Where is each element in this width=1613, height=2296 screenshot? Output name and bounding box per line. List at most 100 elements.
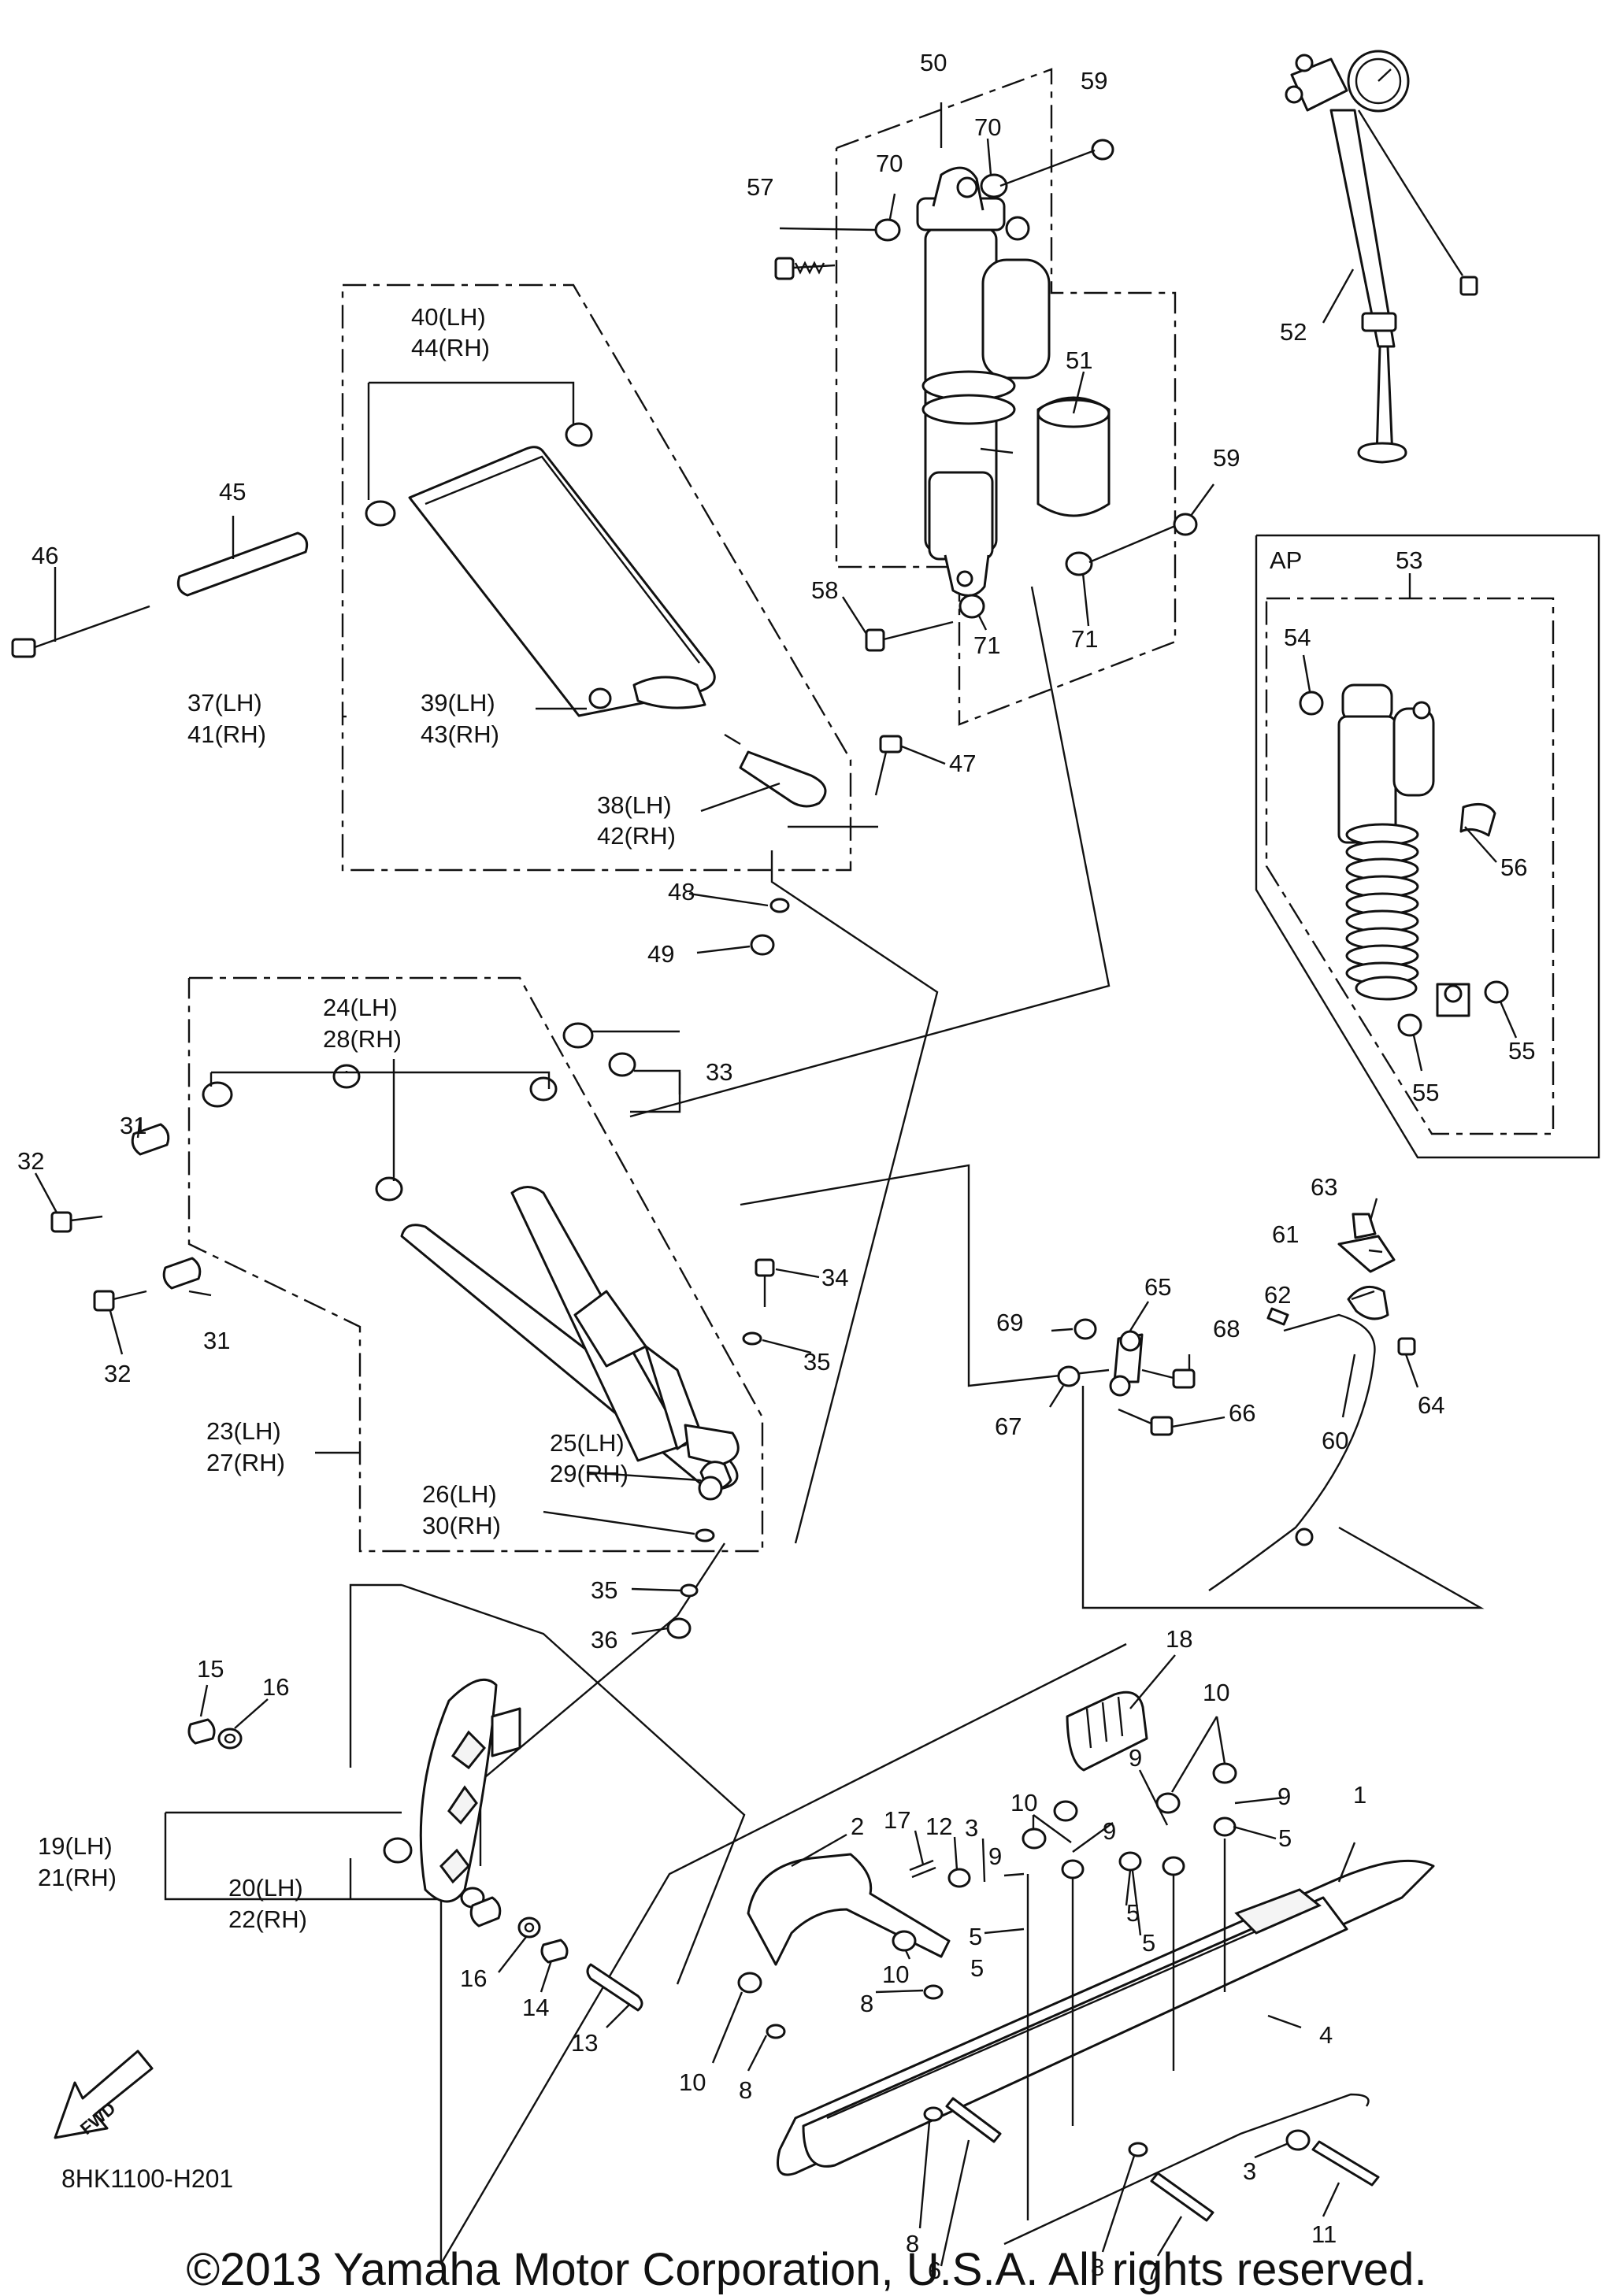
callout-32: 32 (17, 1147, 44, 1175)
callout-21-rh: 21(RH) (38, 1864, 117, 1891)
ap-shock-group-outline (1265, 597, 1555, 1135)
callout-57: 57 (747, 173, 773, 201)
callout-35: 35 (591, 1576, 617, 1604)
callout-16: 16 (262, 1673, 289, 1701)
callout-25-lh: 25(LH) (550, 1429, 625, 1457)
callout-9: 9 (1129, 1744, 1142, 1772)
callout-15: 15 (197, 1655, 224, 1683)
callout-5: 5 (970, 1954, 984, 1982)
callout-49: 49 (647, 940, 674, 968)
callout-8: 8 (1091, 2253, 1104, 2281)
callout-51: 51 (1066, 346, 1092, 374)
callout-14: 14 (522, 1994, 549, 2021)
callout-35: 35 (803, 1348, 830, 1376)
ap-shock-absorber (1299, 683, 1509, 1037)
callout-6: 6 (928, 2257, 941, 2284)
ap-inset-outline (1255, 534, 1600, 1159)
callout-24-lh: 24(LH) (323, 994, 398, 1021)
callout-62: 62 (1264, 1281, 1291, 1309)
callout-71: 71 (973, 631, 1000, 659)
callout-44-rh: 44(RH) (411, 334, 490, 361)
callout-46: 46 (32, 542, 58, 569)
shock-sleeve (1036, 396, 1111, 517)
callout-64: 64 (1418, 1391, 1444, 1419)
callout-61: 61 (1272, 1220, 1299, 1248)
callout-22-rh: 22(RH) (228, 1905, 307, 1933)
callout-42-rh: 42(RH) (597, 822, 676, 850)
callout-70: 70 (974, 113, 1001, 141)
diagram-code: 8HK1100-H201 (61, 2165, 233, 2193)
callout-40-lh: 40(LH) (411, 303, 486, 331)
callout-ap: AP (1270, 546, 1302, 574)
callout-38-lh: 38(LH) (597, 791, 672, 819)
callout-69: 69 (996, 1309, 1023, 1336)
callout-10: 10 (882, 1961, 909, 1988)
callout-10: 10 (679, 2068, 706, 2096)
callout-70: 70 (876, 150, 903, 177)
callout-58: 58 (811, 576, 838, 604)
callout-68: 68 (1213, 1315, 1240, 1342)
callout-59: 59 (1081, 67, 1107, 94)
callout-10: 10 (1203, 1679, 1229, 1706)
callout-9: 9 (1103, 1817, 1116, 1845)
upper-a-arm (11, 422, 903, 956)
callout-28-rh: 28(RH) (323, 1025, 402, 1053)
callout-4: 4 (1319, 2021, 1333, 2049)
callout-16: 16 (460, 1965, 487, 1992)
callout-43-rh: 43(RH) (421, 720, 499, 748)
callout-53: 53 (1396, 546, 1422, 574)
lower-arm-group-outline (187, 976, 764, 1553)
callout-34: 34 (821, 1264, 848, 1291)
callout-1: 1 (1353, 1781, 1366, 1809)
group-outlines (187, 68, 1600, 1553)
callout-56: 56 (1500, 854, 1527, 881)
steering-linkage (1057, 1213, 1416, 1591)
callout-32: 32 (104, 1360, 131, 1387)
callout-9: 9 (988, 1842, 1002, 1870)
callout-39-lh: 39(LH) (421, 689, 495, 717)
callout-5: 5 (969, 1923, 982, 1950)
callout-45: 45 (219, 478, 246, 505)
callout-13: 13 (571, 2029, 598, 2057)
callout-50: 50 (920, 49, 947, 76)
callout-48: 48 (668, 878, 695, 905)
spring-adjuster-tool (1285, 50, 1478, 464)
callout-33: 33 (706, 1058, 732, 1086)
callout-47: 47 (949, 750, 976, 777)
callout-17: 17 (884, 1806, 910, 1834)
callout-9: 9 (1277, 1783, 1291, 1810)
callout-27-rh: 27(RH) (206, 1449, 285, 1476)
copyright-notice: ©2013 Yamaha Motor Corporation, U.S.A. A… (186, 2244, 1426, 2295)
callout-5: 5 (1278, 1824, 1292, 1852)
callout-63: 63 (1311, 1173, 1337, 1201)
callout-labels: 50 59 70 70 57 51 59 58 71 71 52 AP 53 5… (17, 49, 1535, 2285)
callout-31: 31 (120, 1112, 146, 1139)
callout-66: 66 (1229, 1399, 1255, 1427)
callout-55: 55 (1412, 1079, 1439, 1106)
callout-52: 52 (1280, 318, 1307, 346)
fwd-arrow: FWD (54, 2050, 154, 2139)
callout-29-rh: 29(RH) (550, 1460, 629, 1487)
callout-20-lh: 20(LH) (228, 1874, 303, 1902)
callout-65: 65 (1144, 1273, 1171, 1301)
callout-23-lh: 23(LH) (206, 1417, 281, 1445)
callout-41-rh: 41(RH) (187, 720, 266, 748)
callout-3: 3 (965, 1814, 978, 1842)
callout-60: 60 (1322, 1427, 1348, 1454)
callout-59: 59 (1213, 444, 1240, 472)
connector-lines (164, 586, 1485, 2265)
callout-30-rh: 30(RH) (422, 1512, 501, 1539)
rear-shock-absorber (916, 166, 1111, 597)
callout-12: 12 (925, 1813, 952, 1840)
callout-55: 55 (1508, 1037, 1535, 1065)
callout-71: 71 (1071, 625, 1098, 653)
callout-3: 3 (1243, 2157, 1256, 2185)
steering-spindle (187, 1678, 643, 2012)
callout-31: 31 (203, 1327, 230, 1354)
callout-36: 36 (591, 1626, 617, 1653)
ski-assembly (737, 1691, 1435, 2246)
callout-11: 11 (1311, 2220, 1337, 2248)
callout-8: 8 (860, 1990, 873, 2017)
callout-8: 8 (906, 2230, 919, 2257)
callout-54: 54 (1284, 624, 1311, 651)
